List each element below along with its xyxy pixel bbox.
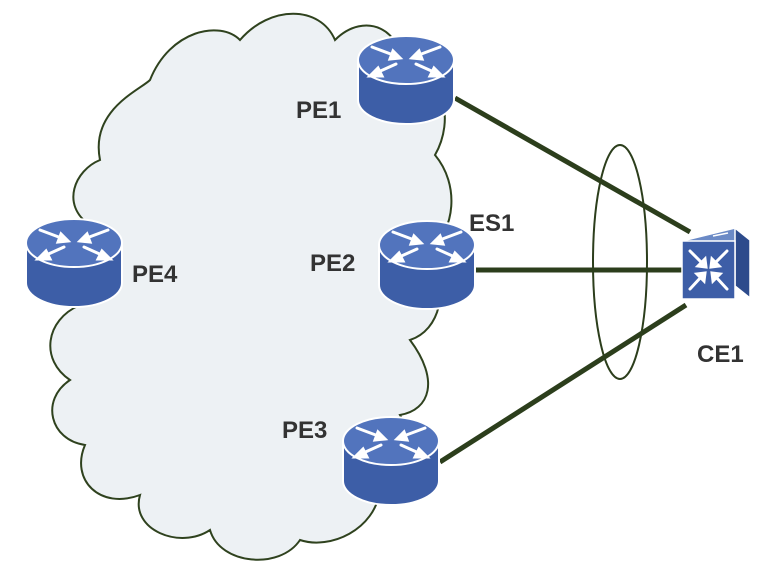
layer3-switch-icon bbox=[680, 226, 752, 300]
router-pe4[interactable] bbox=[24, 217, 124, 309]
label-ce1: CE1 bbox=[697, 341, 744, 368]
label-pe3: PE3 bbox=[282, 417, 327, 444]
label-pe2: PE2 bbox=[310, 250, 355, 277]
label-pe1: PE1 bbox=[296, 97, 341, 124]
router-icon bbox=[377, 219, 477, 311]
link-pe3-ce1 bbox=[438, 302, 688, 465]
switch-ce1[interactable] bbox=[680, 226, 752, 300]
router-pe2[interactable] bbox=[377, 219, 477, 311]
router-icon bbox=[356, 34, 456, 126]
link-pe1-ce1 bbox=[453, 95, 692, 235]
label-es1: ES1 bbox=[469, 210, 514, 237]
router-pe1[interactable] bbox=[356, 34, 456, 126]
label-pe4: PE4 bbox=[132, 261, 178, 288]
router-icon bbox=[24, 217, 124, 309]
ethernet-segment-ellipse bbox=[592, 144, 648, 380]
router-pe3[interactable] bbox=[341, 415, 441, 507]
router-icon bbox=[341, 415, 441, 507]
